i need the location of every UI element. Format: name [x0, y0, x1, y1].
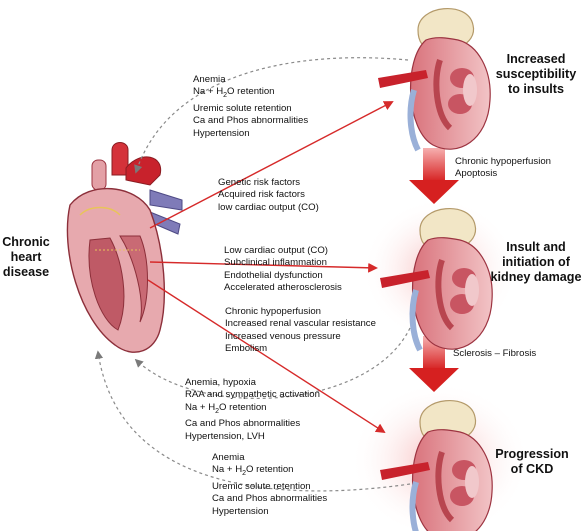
heart-label: Chronic heart disease [0, 235, 52, 281]
factor-item: Anemia [193, 74, 226, 85]
factor-item: Increased renal vascular resistance [225, 318, 376, 330]
stage-label-progression: Progression of CKD [486, 447, 578, 477]
heart-label-line: heart [10, 250, 42, 265]
factor-item: Ca and Phos abnormalities [212, 493, 328, 505]
factor-item: Anemia, hypoxia [185, 377, 256, 388]
factor-item: Chronic hypoperfusion [225, 306, 321, 317]
heart-label-line: Chronic [2, 235, 50, 249]
factor-item: Embolism [225, 343, 268, 355]
factors-heart-to-kidney1: Genetic risk factors Acquired risk facto… [218, 177, 319, 214]
factor-item: Increased venous pressure [225, 330, 341, 342]
factor-item: Na + H2O retention [212, 464, 294, 478]
transition-hypoperfusion-apoptosis: Chronic hypoperfusion Apoptosis [455, 156, 551, 181]
factor-item: Acquired risk factors [218, 189, 305, 201]
kidney-illustration-1 [378, 7, 491, 152]
dotted-kidney3-to-heart [94, 350, 411, 492]
stage-label-susceptibility: Increased susceptibility to insults [486, 52, 586, 98]
kidney-illustration-2 [380, 207, 493, 352]
arrow-heart-to-kidney3 [147, 279, 386, 434]
factor-item: Low cardiac output (CO) [224, 245, 328, 256]
factor-item: Hypertension [193, 127, 250, 139]
factor-item: RAA and sympathetic activation [185, 389, 320, 401]
factor-item: Na + H2O retention [185, 401, 267, 415]
dotted-kidney2-to-heart [134, 327, 411, 400]
factor-item: low cardiac output (CO) [218, 201, 319, 213]
arrow-heart-to-kidney2 [149, 261, 378, 273]
factor-item: Anemia [212, 452, 245, 463]
factor-item: Endothelial dysfunction [224, 269, 323, 281]
stage-label-line: of CKD [510, 462, 554, 477]
factor-item: Uremic solute retention [193, 102, 292, 114]
factor-item: Genetic risk factors [218, 177, 301, 188]
factor-item: Ca and Phos abnormalities [193, 115, 309, 127]
stage-label-line: Progression [495, 447, 569, 461]
factor-item: Hypertension, LVH [185, 430, 265, 442]
factor-item: Accelerated atherosclerosis [224, 282, 342, 294]
factors-kidney1-to-heart: Anemia Na + H2O retention Uremic solute … [193, 74, 308, 140]
dotted-kidney1-to-heart [134, 57, 409, 174]
stage-label-line: Increased [506, 52, 566, 66]
transition-line: Chronic hypoperfusion [455, 156, 551, 167]
factor-item: Hypertension [212, 505, 269, 517]
transition-sclerosis-fibrosis: Sclerosis – Fibrosis [453, 348, 536, 360]
transition-line: Apoptosis [455, 168, 498, 180]
factors-heart-to-kidney3: Chronic hypoperfusion Increased renal va… [225, 306, 376, 356]
factor-item: Ca and Phos abnormalities [185, 418, 301, 430]
stage-label-line: Insult and [506, 240, 566, 254]
factor-item: Subclinical inflammation [224, 257, 327, 269]
factors-heart-to-kidney2: Low cardiac output (CO) Subclinical infl… [224, 245, 342, 295]
down-arrow-1 [409, 148, 459, 204]
transition-line: Sclerosis – Fibrosis [453, 348, 537, 359]
heart-label-line: disease [2, 265, 50, 280]
stage-label-line: kidney damage [490, 270, 582, 285]
heart-illustration [66, 142, 183, 353]
factors-kidney3-to-heart: Anemia Na + H2O retention Uremic solute … [212, 452, 327, 518]
factor-item: Uremic solute retention [212, 480, 311, 492]
stage-label-line: to insults [508, 82, 564, 97]
stage-label-line: initiation of [502, 255, 570, 270]
stage-label-initiation: Insult and initiation of kidney damage [486, 240, 586, 286]
kidney-illustration-3 [380, 399, 493, 531]
factor-item: Na + H2O retention [193, 86, 275, 100]
arrow-heart-to-kidney1 [149, 101, 394, 229]
factors-kidney2-to-heart: Anemia, hypoxia RAA and sympathetic acti… [185, 377, 320, 443]
stage-label-line: susceptibility [495, 67, 577, 82]
